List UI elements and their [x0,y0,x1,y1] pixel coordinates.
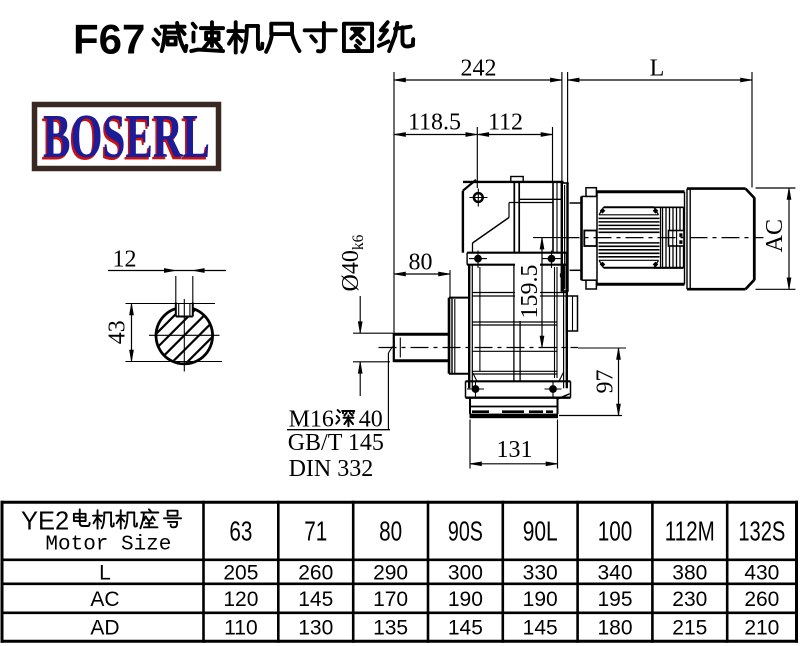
svg-text:M16: M16 [289,407,334,433]
svg-text:AD: AD [90,617,119,640]
svg-text:180: 180 [597,617,632,640]
svg-text:260: 260 [744,588,779,611]
svg-text:130: 130 [298,617,333,640]
svg-text:195: 195 [597,588,632,611]
svg-text:340: 340 [597,562,632,585]
svg-text:170: 170 [373,588,408,611]
svg-text:AC: AC [762,219,788,252]
svg-text:210: 210 [744,617,779,640]
svg-text:80: 80 [409,249,433,275]
svg-text:DIN 332: DIN 332 [289,456,374,482]
svg-text:71: 71 [304,516,327,547]
svg-text:12: 12 [113,246,137,272]
svg-text:63: 63 [229,516,252,547]
svg-text:131: 131 [497,437,533,463]
svg-text:43: 43 [104,320,130,344]
svg-text:380: 380 [672,562,707,585]
svg-text:205: 205 [223,562,258,585]
svg-text:230: 230 [672,588,707,611]
svg-text:215: 215 [672,617,707,640]
svg-text:80: 80 [379,516,402,547]
svg-text:135: 135 [373,617,408,640]
svg-text:190: 190 [448,588,483,611]
svg-text:132S: 132S [738,516,785,547]
svg-text:AC: AC [90,588,119,611]
svg-text:242: 242 [461,55,497,81]
svg-text:110: 110 [224,617,257,640]
svg-text:40: 40 [359,407,383,433]
svg-text:BOSERL: BOSERL [41,105,208,173]
svg-text:145: 145 [298,588,333,611]
svg-text:L: L [650,55,665,81]
svg-text:97: 97 [593,370,619,394]
svg-text:90S: 90S [448,516,483,547]
svg-text:260: 260 [298,562,333,585]
svg-text:120: 120 [223,588,258,611]
svg-text:100: 100 [598,516,633,547]
svg-text:330: 330 [523,562,558,585]
svg-text:118.5: 118.5 [408,110,461,136]
svg-text:112: 112 [488,110,523,136]
svg-text:F67: F67 [73,16,145,63]
svg-text:L: L [99,562,111,585]
svg-text:300: 300 [448,562,483,585]
svg-text:290: 290 [373,562,408,585]
svg-text:145: 145 [448,617,483,640]
svg-text:190: 190 [523,588,558,611]
svg-text:430: 430 [744,562,779,585]
svg-text:GB/T 145: GB/T 145 [288,430,384,456]
svg-text:145: 145 [523,617,558,640]
svg-text:Ø40k6: Ø40k6 [338,234,367,291]
svg-text:90L: 90L [523,516,558,547]
svg-text:159.5: 159.5 [517,265,543,319]
svg-text:112M: 112M [665,516,715,547]
svg-text:YE2: YE2 [21,508,69,536]
svg-text:BOSERL: BOSERL [43,103,210,171]
svg-text:Motor Size: Motor Size [45,533,171,557]
